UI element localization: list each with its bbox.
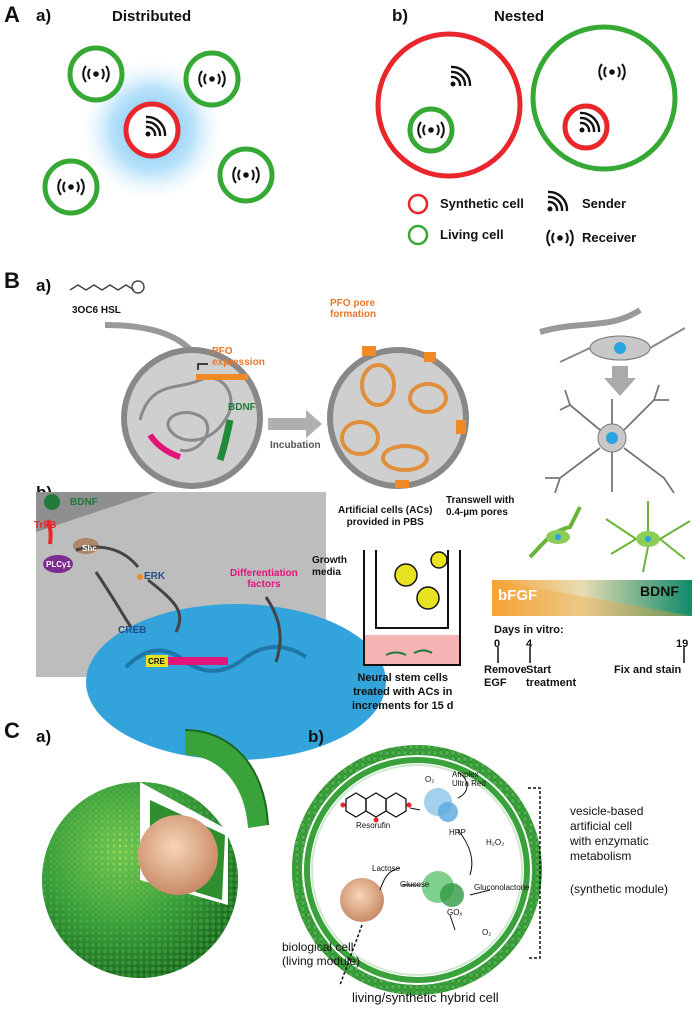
living-cell-receiver-4 xyxy=(42,158,100,216)
transwell-acs: Artificial cells (ACs) provided in PBS xyxy=(338,505,433,528)
membrane-flap xyxy=(185,730,268,828)
tick-19-day: 19 xyxy=(676,638,689,650)
legend-synthetic: Synthetic cell xyxy=(440,196,524,211)
panel-c-sub-b: b) xyxy=(308,727,325,746)
hsl-molecule xyxy=(69,284,135,291)
resorufin-molecule xyxy=(340,792,412,823)
signal-erk: ERK xyxy=(144,571,166,582)
artificial-cell-1 xyxy=(121,347,263,489)
panel-a-sub-a: a) xyxy=(36,6,52,25)
panel-c-letter: C xyxy=(4,718,20,743)
nested-living-outer xyxy=(530,24,678,172)
timeline-bdnf: BDNF xyxy=(640,583,679,599)
cre-box xyxy=(146,655,168,667)
legend-sender: Sender xyxy=(582,196,627,211)
dna-strand xyxy=(138,376,233,453)
o2-bottom: O₂ xyxy=(482,928,492,937)
incubation-label: Incubation xyxy=(270,440,321,451)
bdnf-label: BDNF xyxy=(228,402,256,413)
legend-living-swatch xyxy=(407,224,429,246)
signal-bdnf: BDNF xyxy=(70,497,98,508)
amplex-label: Amplex Ultra Red xyxy=(452,770,486,788)
transwell-pores: Transwell with 0.4-µm pores xyxy=(446,495,515,518)
biological-cell-label: biological cell (living module) xyxy=(282,940,361,968)
timeline-bfgf: bFGF xyxy=(498,587,538,604)
pink-strand xyxy=(147,433,182,460)
o2-top: O₂ xyxy=(425,775,435,784)
hrp-label: HRP xyxy=(449,828,466,837)
gluconolactone-label: Gluconolactone xyxy=(474,883,530,892)
resorufin-label: Resorufin xyxy=(356,821,391,830)
trkb-receptor xyxy=(46,519,53,545)
timeline-diagram xyxy=(492,501,692,663)
h2o2-label: H₂O₂ xyxy=(486,838,505,847)
panel-c-diagram xyxy=(42,729,542,995)
hsl-label: 3OC6 HSL xyxy=(72,305,121,316)
synthetic-cell-sender xyxy=(123,101,181,159)
incubation-arrow xyxy=(268,410,322,438)
synthetic-module-label: (synthetic module) xyxy=(570,882,669,896)
legend-synthetic-swatch xyxy=(407,193,429,215)
panel-b-letter: B xyxy=(4,268,20,293)
pfo-expression-label: PFO expression xyxy=(212,346,265,368)
living-cell-receiver-1 xyxy=(67,45,125,103)
pfo-gene xyxy=(196,374,248,380)
gradient-bar xyxy=(492,580,692,616)
legend-receiver-icon xyxy=(546,229,574,247)
hybrid-caption: living/synthetic hybrid cell xyxy=(352,990,499,1005)
legend-receiver: Receiver xyxy=(582,230,637,245)
living-cell-core xyxy=(138,815,218,895)
panel-a-diagram xyxy=(42,24,678,247)
gox-enzyme xyxy=(422,871,464,907)
distributed-title: Distributed xyxy=(112,8,192,25)
artificial-cell-2 xyxy=(327,347,469,489)
nested-synthetic-outer xyxy=(375,31,523,179)
panel-b-sub-a: a) xyxy=(36,276,52,295)
living-cell-receiver-3 xyxy=(217,146,275,204)
pfo-pore-label: PFO pore formation xyxy=(330,298,377,320)
diffusion-arrow xyxy=(539,307,642,335)
panel-b-a-diagram xyxy=(69,280,686,494)
tick-4-label: Start treatment xyxy=(526,664,577,689)
nested-title: Nested xyxy=(494,8,545,25)
cell-pointer xyxy=(339,924,363,986)
artificial-cell-bead xyxy=(394,563,418,587)
panel-a-sub-b: b) xyxy=(392,6,409,25)
nucleus xyxy=(86,604,386,760)
differentiation-arrow xyxy=(604,366,636,396)
plcy1-protein xyxy=(43,555,73,573)
green-strand xyxy=(216,419,234,462)
signal-cre: CRE xyxy=(148,657,165,666)
tick-4-day: 4 xyxy=(526,638,533,650)
signaling-inset xyxy=(36,492,386,760)
panel-a-letter: A xyxy=(4,2,20,27)
transwell-caption: Neural stem cells treated with ACs in in… xyxy=(352,672,454,712)
transwell-growth: Growth media xyxy=(312,555,347,578)
gox-label: GOₓ xyxy=(447,908,463,917)
legend-sender-icon xyxy=(546,190,569,213)
module-bracket xyxy=(528,787,541,959)
tick-0-label: Remove EGF xyxy=(484,664,527,689)
living-cell-receiver-2 xyxy=(183,50,241,108)
tick-0-day: 0 xyxy=(494,638,501,650)
signal-shc: Shc xyxy=(82,544,97,553)
signal-trkb: TrkB xyxy=(34,520,57,531)
legend-living: Living cell xyxy=(440,227,504,242)
panel-c-sub-a: a) xyxy=(36,727,52,746)
biological-cell xyxy=(340,878,384,922)
tick-19-label: Fix and stain xyxy=(614,664,682,676)
glucose-label: Glucose xyxy=(400,880,430,889)
signal-plcy1: PLCγ1 xyxy=(46,560,71,569)
signal-diff-factors: Differentiation factors xyxy=(230,568,298,590)
timeline-days: Days in vitro: xyxy=(494,624,564,636)
vesicle-description: vesicle-based artificial cell with enzym… xyxy=(570,804,649,863)
transwell-diagram xyxy=(363,550,461,666)
lactose-label: Lactose xyxy=(372,864,401,873)
hrp-enzyme xyxy=(424,788,458,822)
signal-creb: CREB xyxy=(118,625,147,636)
